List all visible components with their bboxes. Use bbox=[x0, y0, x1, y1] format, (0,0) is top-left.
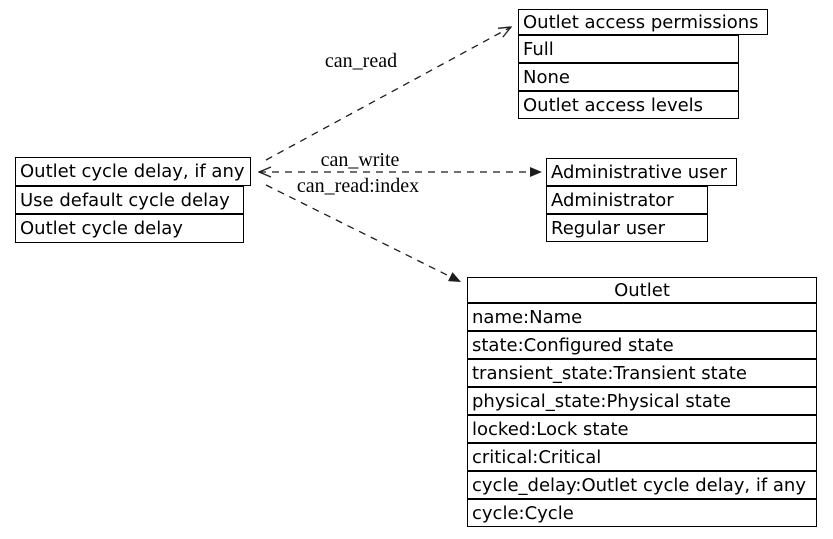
node-access-permissions-row: Outlet access levels bbox=[518, 91, 739, 119]
node-cycle-delay-row: Use default cycle delay bbox=[15, 186, 244, 214]
node-admin-user-title: Administrative user bbox=[546, 158, 737, 186]
node-access-permissions-title: Outlet access permissions bbox=[518, 9, 768, 35]
node-access-permissions-row: None bbox=[518, 63, 739, 91]
node-outlet-row: state:Configured state bbox=[467, 331, 817, 359]
node-outlet-row: physical_state:Physical state bbox=[467, 387, 817, 415]
edge-to-outlet bbox=[265, 184, 462, 283]
node-admin-user-row: Administrator bbox=[546, 186, 708, 214]
node-outlet-row: cycle_delay:Outlet cycle delay, if any bbox=[467, 471, 817, 499]
node-outlet-row: critical:Critical bbox=[467, 443, 817, 471]
node-cycle-delay-row: Outlet cycle delay bbox=[15, 214, 244, 243]
node-outlet-row: transient_state:Transient state bbox=[467, 359, 817, 387]
node-cycle-delay-title: Outlet cycle delay, if any bbox=[15, 157, 251, 186]
edge-label-can-read: can_read bbox=[325, 50, 397, 72]
edge-can-read bbox=[265, 27, 511, 161]
node-access-permissions-row: Full bbox=[518, 35, 739, 63]
edge-label-can-write: can_write bbox=[321, 149, 400, 171]
node-outlet-title: Outlet bbox=[467, 277, 817, 303]
node-outlet-row: locked:Lock state bbox=[467, 415, 817, 443]
node-outlet-row: cycle:Cycle bbox=[467, 499, 817, 527]
node-outlet-row: name:Name bbox=[467, 303, 817, 331]
edge-label-can-read-index: can_read:index bbox=[297, 175, 419, 197]
node-admin-user-row: Regular user bbox=[546, 214, 708, 242]
